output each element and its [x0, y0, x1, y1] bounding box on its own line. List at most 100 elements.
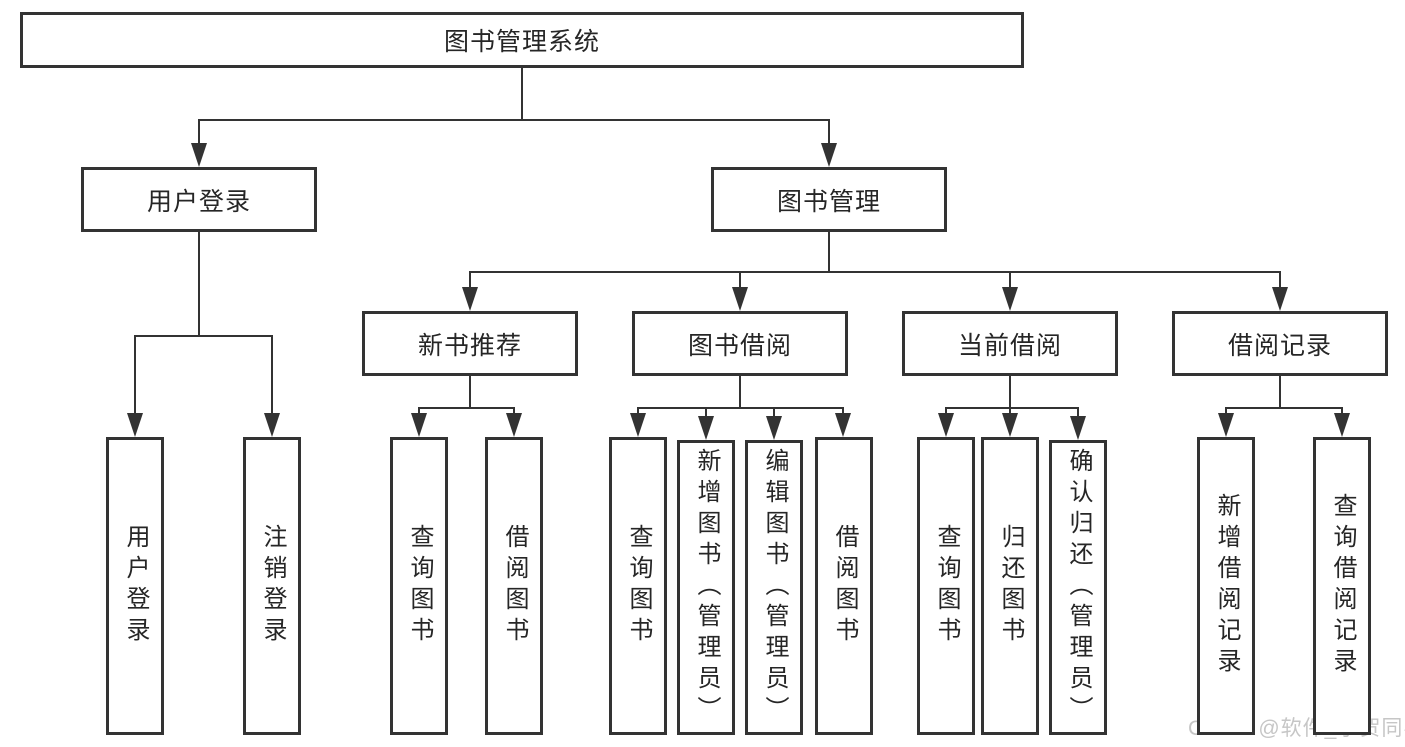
arrowhead-icon: [938, 413, 954, 437]
node-leaf-query-books-2: 查询图书: [609, 437, 667, 735]
connector-line-vertical: [828, 232, 830, 273]
connector-line-horizontal: [1225, 407, 1343, 409]
arrowhead-icon: [1334, 413, 1350, 437]
arrow-down-icon: [732, 272, 748, 311]
node-leaf-query-books-1-label: 查询图书: [406, 524, 433, 648]
node-leaf-user-login: 用户登录: [106, 437, 164, 735]
arrow-stem: [1077, 408, 1079, 420]
arrow-down-icon: [191, 120, 207, 167]
node-leaf-logout-label: 注销登录: [259, 524, 286, 648]
arrowhead-icon: [698, 416, 714, 440]
connector-line-horizontal: [134, 335, 273, 337]
arrowhead-icon: [630, 413, 646, 437]
arrow-stem: [828, 120, 830, 147]
arrow-stem: [637, 408, 639, 417]
arrow-down-icon: [1002, 408, 1018, 437]
arrow-stem: [945, 408, 947, 417]
node-borrowing-records: 借阅记录: [1172, 311, 1388, 376]
arrow-down-icon: [698, 408, 714, 440]
node-leaf-query-books-2-label: 查询图书: [625, 524, 652, 648]
node-book-management: 图书管理: [711, 167, 947, 232]
arrowhead-icon: [506, 413, 522, 437]
node-leaf-edit-book-admin-label: 编辑图书（管理员）: [761, 448, 788, 727]
arrow-down-icon: [938, 408, 954, 437]
connector-line-vertical: [739, 376, 741, 409]
arrowhead-icon: [127, 413, 143, 437]
connector-line-vertical: [469, 376, 471, 409]
node-leaf-borrow-books-1-label: 借阅图书: [501, 524, 528, 648]
arrow-down-icon: [506, 408, 522, 437]
node-leaf-add-borrow-record: 新增借阅记录: [1197, 437, 1255, 735]
connector-line-horizontal: [945, 407, 1079, 409]
node-book-borrowing-label: 图书借阅: [687, 331, 792, 360]
arrow-down-icon: [1334, 408, 1350, 437]
arrowhead-icon: [821, 143, 837, 167]
arrow-stem: [1009, 408, 1011, 417]
arrow-stem: [1279, 272, 1281, 291]
node-new-book-recommendation: 新书推荐: [362, 311, 578, 376]
arrowhead-icon: [191, 143, 207, 167]
node-user-login-label: 用户登录: [146, 187, 251, 216]
arrow-down-icon: [264, 336, 280, 437]
node-new-book-recommendation-label: 新书推荐: [417, 331, 522, 360]
arrow-stem: [418, 408, 420, 417]
arrowhead-icon: [411, 413, 427, 437]
node-leaf-query-borrow-record: 查询借阅记录: [1313, 437, 1371, 735]
node-leaf-return-book: 归还图书: [981, 437, 1039, 735]
node-leaf-user-login-label: 用户登录: [122, 524, 149, 648]
node-leaf-query-books-3: 查询图书: [917, 437, 975, 735]
arrow-down-icon: [1272, 272, 1288, 311]
arrow-down-icon: [821, 120, 837, 167]
arrow-stem: [739, 272, 741, 291]
arrow-down-icon: [1070, 408, 1086, 440]
arrow-down-icon: [1218, 408, 1234, 437]
arrowhead-icon: [732, 287, 748, 311]
node-current-borrowing: 当前借阅: [902, 311, 1118, 376]
arrow-stem: [271, 336, 273, 417]
arrow-down-icon: [127, 336, 143, 437]
arrow-stem: [134, 336, 136, 417]
connector-line-vertical: [1009, 376, 1011, 409]
node-leaf-query-books-3-label: 查询图书: [933, 524, 960, 648]
arrow-down-icon: [766, 408, 782, 440]
node-current-borrowing-label: 当前借阅: [957, 331, 1062, 360]
arrowhead-icon: [1070, 416, 1086, 440]
arrowhead-icon: [835, 413, 851, 437]
node-leaf-borrow-books-1: 借阅图书: [485, 437, 543, 735]
arrow-down-icon: [1002, 272, 1018, 311]
arrowhead-icon: [1218, 413, 1234, 437]
node-leaf-add-borrow-record-label: 新增借阅记录: [1213, 493, 1240, 679]
arrowhead-icon: [1272, 287, 1288, 311]
arrow-stem: [773, 408, 775, 420]
node-library-management-system: 图书管理系统: [20, 12, 1024, 68]
arrow-stem: [1009, 272, 1011, 291]
node-leaf-add-book-admin: 新增图书（管理员）: [677, 440, 735, 735]
node-book-management-label: 图书管理: [776, 187, 881, 216]
node-leaf-add-book-admin-label: 新增图书（管理员）: [693, 448, 720, 727]
arrow-down-icon: [411, 408, 427, 437]
connector-line-horizontal: [469, 271, 1281, 273]
arrow-stem: [513, 408, 515, 417]
node-leaf-query-borrow-record-label: 查询借阅记录: [1329, 493, 1356, 679]
node-leaf-borrow-books-2: 借阅图书: [815, 437, 873, 735]
node-leaf-borrow-books-2-label: 借阅图书: [831, 524, 858, 648]
arrow-down-icon: [630, 408, 646, 437]
arrow-down-icon: [835, 408, 851, 437]
node-borrowing-records-label: 借阅记录: [1227, 331, 1332, 360]
node-leaf-edit-book-admin: 编辑图书（管理员）: [745, 440, 803, 735]
arrow-down-icon: [462, 272, 478, 311]
arrow-stem: [469, 272, 471, 291]
arrow-stem: [1341, 408, 1343, 417]
node-user-login: 用户登录: [81, 167, 317, 232]
arrow-stem: [198, 120, 200, 147]
node-leaf-logout: 注销登录: [243, 437, 301, 735]
node-leaf-confirm-return-admin-label: 确认归还（管理员）: [1065, 448, 1092, 727]
node-library-management-system-label: 图书管理系统: [443, 28, 600, 56]
arrowhead-icon: [462, 287, 478, 311]
node-book-borrowing: 图书借阅: [632, 311, 848, 376]
connector-line-horizontal: [418, 407, 515, 409]
node-leaf-return-book-label: 归还图书: [997, 524, 1024, 648]
arrow-stem: [705, 408, 707, 420]
arrowhead-icon: [1002, 287, 1018, 311]
